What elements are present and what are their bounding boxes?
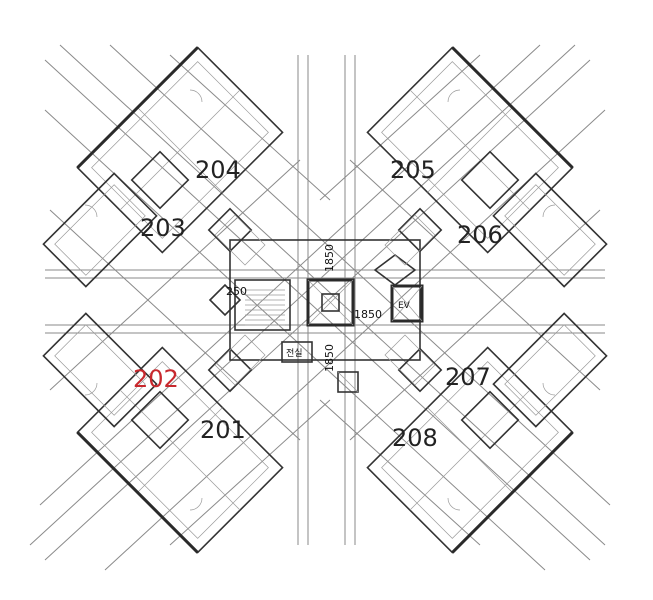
dimension-vertical-bottom: 1850 bbox=[323, 344, 336, 372]
diagonal-grid bbox=[29, 44, 611, 571]
axis-grid bbox=[45, 55, 605, 545]
corridor-hatch bbox=[214, 214, 436, 386]
unit-label-208: 208 bbox=[392, 424, 438, 452]
elevator-hall bbox=[281, 341, 313, 363]
central-core bbox=[208, 239, 424, 393]
unit-label-201: 201 bbox=[200, 416, 246, 444]
dimension-stair-width: 250 bbox=[226, 285, 247, 298]
lift-label: EV bbox=[398, 301, 411, 311]
unit-label-205: 205 bbox=[390, 156, 436, 184]
unit-label-206: 206 bbox=[457, 221, 503, 249]
unit-label-204: 204 bbox=[195, 156, 241, 184]
unit-label-202: 202 bbox=[133, 365, 179, 393]
unit-label-203: 203 bbox=[140, 214, 186, 242]
door-swings bbox=[84, 89, 556, 511]
dimension-horizontal-right: 1850 bbox=[354, 308, 382, 321]
unit-label-207: 207 bbox=[445, 363, 491, 391]
elevator-hall-label: 전실 bbox=[286, 348, 303, 359]
elevator-shaft bbox=[306, 278, 355, 327]
dimension-vertical-top: 1850 bbox=[323, 244, 336, 272]
stair-treads bbox=[245, 289, 285, 326]
elevator-small bbox=[390, 284, 424, 323]
wing-outlines bbox=[42, 46, 608, 554]
service-rooms bbox=[130, 150, 520, 450]
